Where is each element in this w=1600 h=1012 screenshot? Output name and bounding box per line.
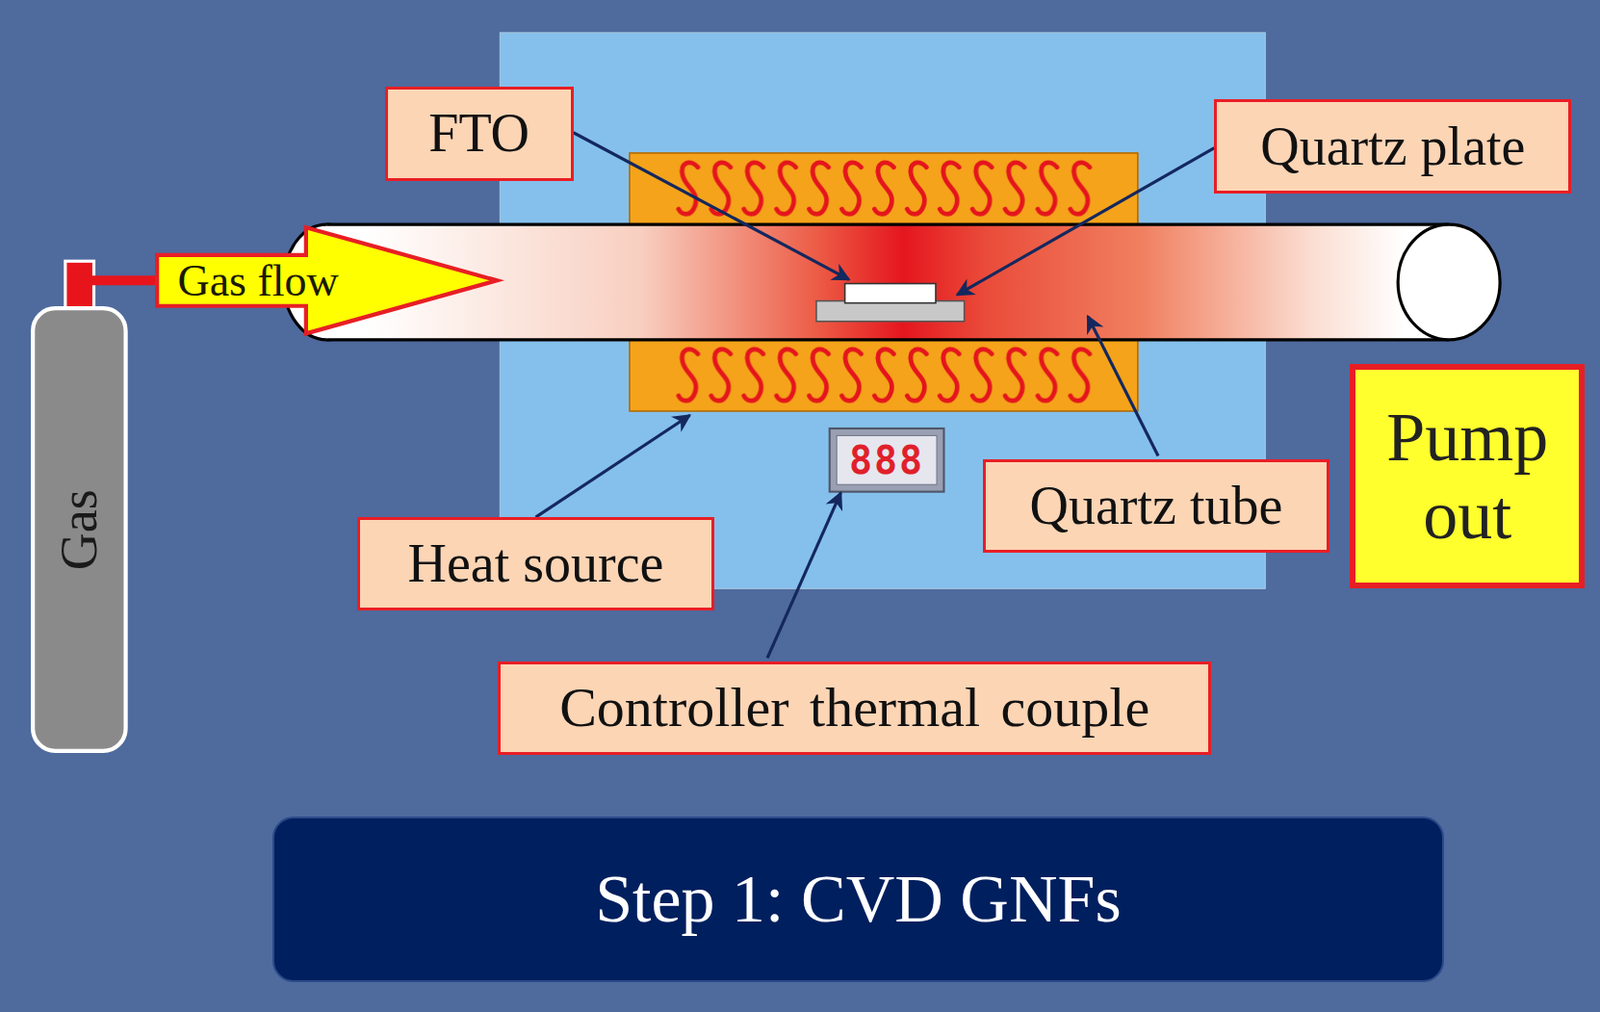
heating-coil (673, 339, 1099, 412)
node-text: Controller thermal couple (559, 676, 1150, 740)
display-digits: 888 (829, 428, 945, 492)
node-text: Pump out (1355, 398, 1579, 554)
heater-top (629, 153, 1138, 225)
gas-cylinder: Gas (30, 306, 129, 753)
gas-pipe (78, 280, 155, 306)
label-box: Quartz plate (1213, 99, 1572, 195)
leader-line (956, 148, 1214, 296)
node-text: Heat source (408, 533, 665, 594)
gas-flow-arrow: Gas flow (154, 224, 500, 337)
node-text: Gas (50, 489, 108, 570)
quartz-plate (816, 301, 965, 322)
label-box: Controller thermal couple (497, 661, 1212, 755)
node-text: Gas flow (177, 256, 338, 307)
arrow-outline (156, 227, 497, 334)
heater-bottom (629, 339, 1138, 412)
node-text: Quartz tube (1030, 475, 1284, 537)
node-text: Step 1: CVD GNFs (594, 861, 1121, 937)
leader-line (767, 492, 841, 659)
cylinder-body (32, 308, 126, 751)
node-text: Quartz plate (1260, 116, 1525, 178)
heating-coil (673, 153, 1099, 225)
leader-line (573, 132, 850, 281)
fto-substrate (845, 283, 936, 304)
node-text: FTO (428, 103, 530, 164)
leader-line (1087, 315, 1159, 456)
pump-box: Pump out (1349, 363, 1585, 589)
label-box: FTO (385, 86, 574, 181)
leader-line (535, 414, 690, 517)
display-frame (829, 428, 945, 492)
label-box: Quartz tube (982, 459, 1330, 553)
tube-end (1397, 224, 1500, 340)
step-banner: Step 1: CVD GNFs (272, 816, 1445, 983)
label-box: Heat source (357, 516, 715, 610)
